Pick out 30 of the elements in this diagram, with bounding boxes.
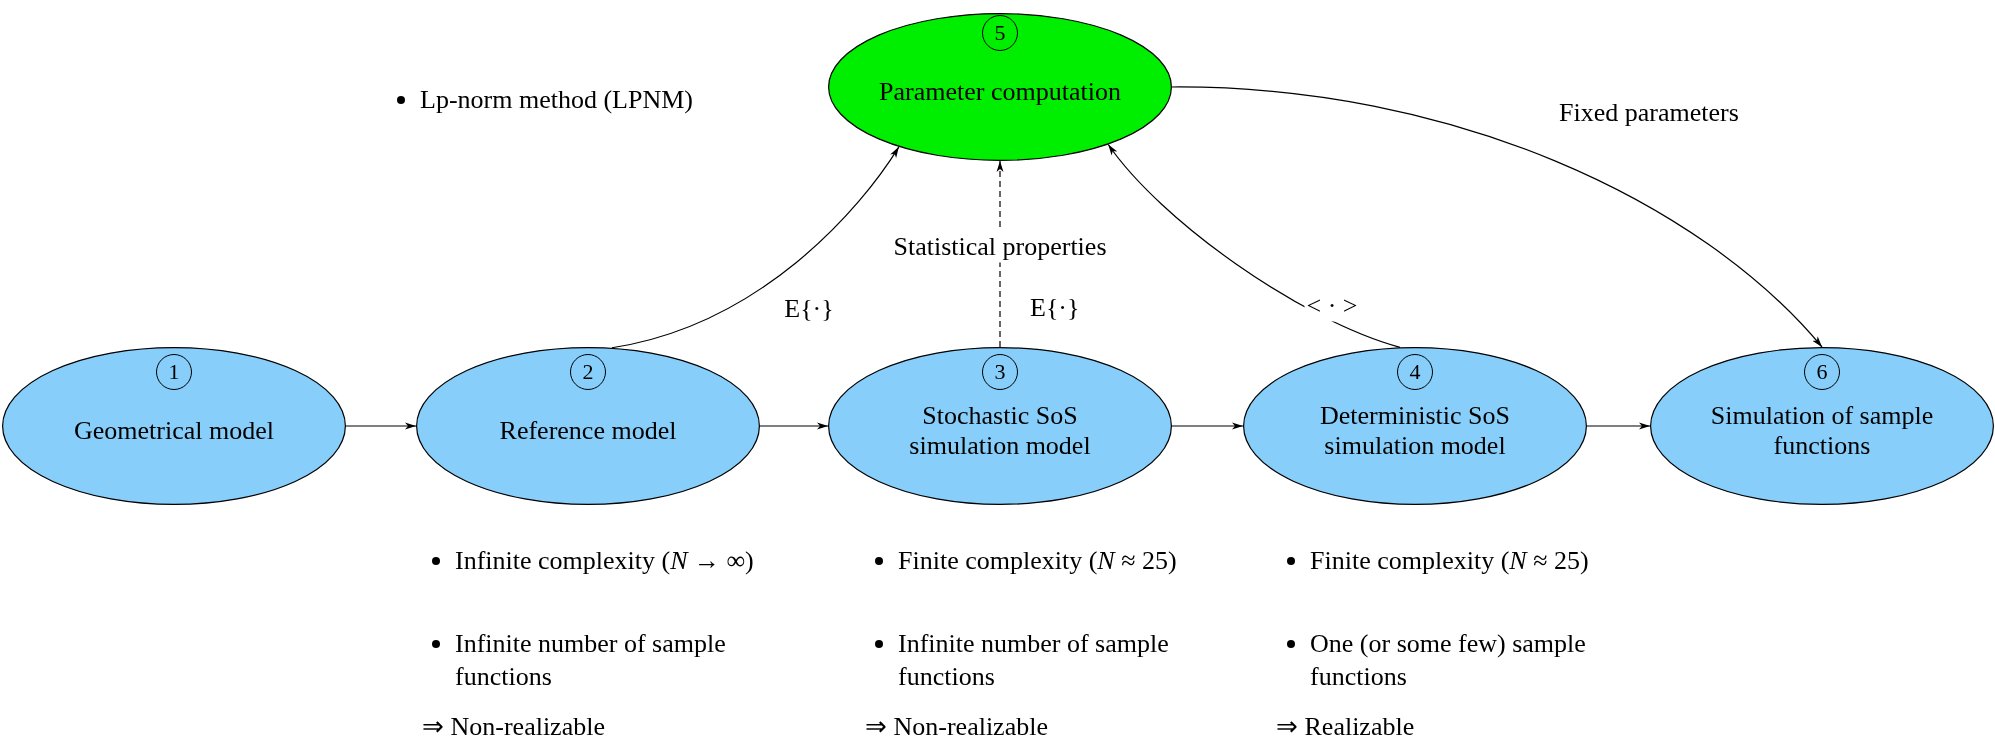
node-label: Parameter computation: [878, 77, 1122, 107]
node-label: Deterministic SoS simulation model: [1319, 401, 1511, 461]
bullet-text: Finite complexity (N ≈ 25): [898, 545, 1178, 577]
bullet-text: Finite complexity (N ≈ 25): [1310, 545, 1590, 577]
arrow: [1171, 422, 1244, 430]
process-ellipse: [1650, 347, 1994, 505]
note-text: E{·}: [1030, 292, 1081, 324]
arrow: [611, 146, 900, 349]
bullet-text: Infinite complexity (N → ∞): [455, 545, 755, 577]
arrow: [759, 422, 829, 430]
arrow: [1586, 422, 1651, 430]
node-label: Reference model: [498, 416, 678, 446]
bullet-text: Infinite number of sample functions: [898, 628, 1170, 693]
note-text: ⇒ Realizable: [1276, 711, 1416, 743]
process-ellipse: [416, 347, 760, 505]
process-ellipse: [1243, 347, 1587, 505]
bullet-text: Infinite number of sample functions: [455, 628, 727, 693]
note-text: ⇒ Non-realizable: [422, 711, 606, 743]
bullet-text: One (or some few) sample functions: [1310, 628, 1587, 693]
node-label: Simulation of sample functions: [1709, 401, 1935, 461]
node-label: Stochastic SoS simulation model: [908, 401, 1092, 461]
process-ellipse: [828, 13, 1172, 161]
process-ellipse: [2, 347, 346, 505]
note-text: ⇒ Non-realizable: [865, 711, 1049, 743]
arrow: [1171, 86, 1823, 348]
arrow: [345, 422, 417, 430]
bullet-text: Lp-norm method (LPNM): [420, 84, 694, 116]
arrow: [1107, 143, 1401, 348]
process-ellipse: [828, 347, 1172, 505]
node-label: Geometrical model: [73, 416, 275, 446]
